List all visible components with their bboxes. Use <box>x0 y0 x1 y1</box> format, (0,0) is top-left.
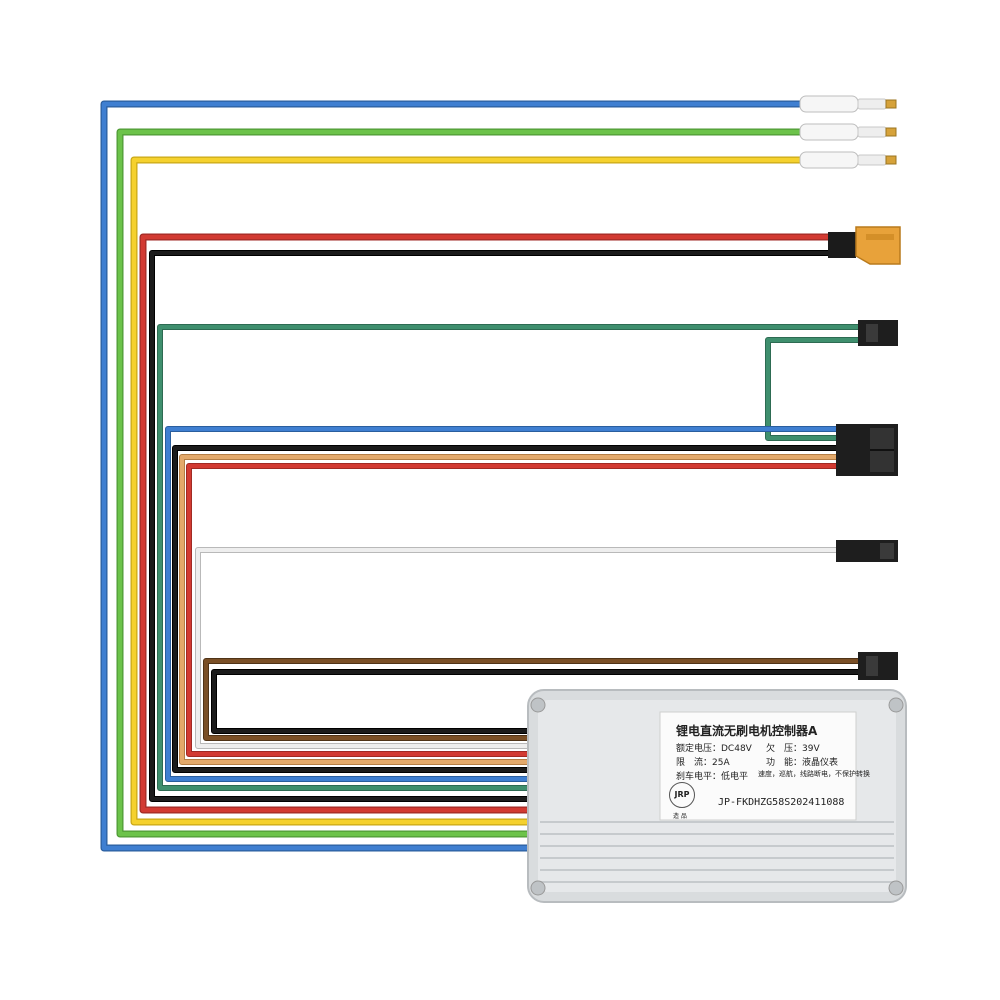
label-rated-voltage: 额定电压：DC48V <box>676 744 752 754</box>
jst-connector-bottom <box>858 652 898 680</box>
brand-logo: JRP <box>669 782 695 808</box>
controller-box <box>527 689 907 903</box>
controller-fins <box>540 821 894 883</box>
label-undervoltage: 欠 压：39V <box>766 744 820 754</box>
xt-power-connector <box>828 226 901 265</box>
label-current-limit: 限 流：25A <box>676 758 730 768</box>
label-title: 锂电直流无刷电机控制器A <box>676 724 818 738</box>
bullet-connector-yellow <box>799 151 897 169</box>
brand-logo-sub: 造 品 <box>673 813 687 820</box>
jst-connector-middle <box>836 540 898 562</box>
label-function: 功 能：液晶仪表 <box>766 758 839 768</box>
bullet-connector-green <box>799 123 897 141</box>
jst-connector-top <box>858 320 898 346</box>
hall-connector <box>836 424 898 476</box>
label-brake-level: 刹车电平：低电平 <box>676 772 749 782</box>
label-serial-number: JP-FKDHZG58S202411088 <box>718 797 845 808</box>
bullet-connector-blue <box>799 95 897 113</box>
bullet-connectors <box>799 95 897 169</box>
label-brake-extra: 速度，巡航，线路断电，不保护转换 <box>758 770 870 778</box>
